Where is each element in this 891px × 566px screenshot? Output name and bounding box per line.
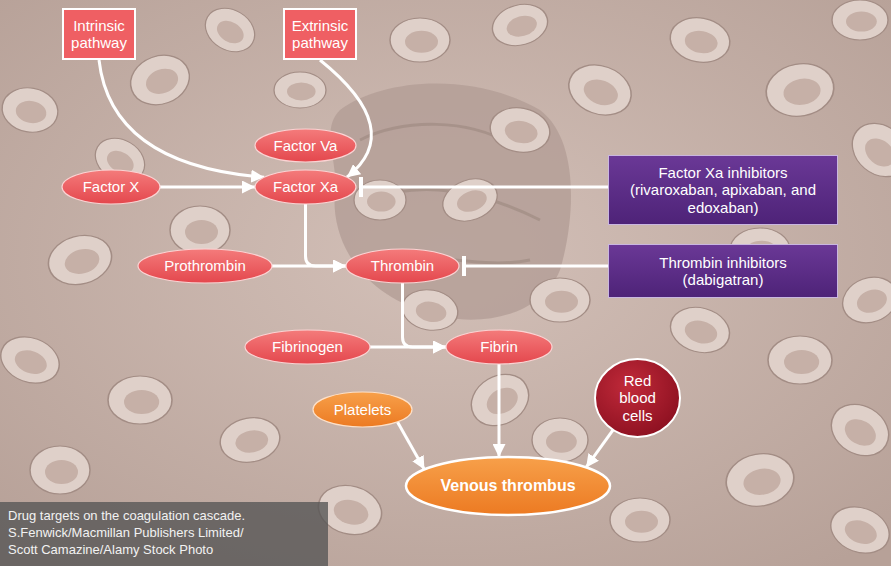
red-cell: [824, 499, 891, 561]
node-label: Platelets: [334, 401, 392, 418]
red-cell: [399, 285, 461, 334]
node-label: Thrombin: [371, 257, 434, 274]
credit-text: S.Fenwick/Macmillan Publishers Limited/ …: [8, 525, 270, 559]
red-cell: [842, 112, 891, 187]
inhibition-connector: [464, 265, 608, 268]
red-cell: [610, 498, 670, 542]
node-shape: [255, 170, 356, 204]
node-label: Fibrinogen: [272, 338, 343, 355]
factor-ellipse: Thrombin: [346, 249, 459, 283]
arrow-connector: [306, 204, 347, 266]
red-cell: [665, 301, 734, 359]
red-cell: [0, 83, 61, 136]
inhibitor-box: Thrombin inhibitors (dabigatran): [608, 244, 838, 298]
node-label: Factor Xa: [273, 178, 338, 195]
red-cell: [30, 446, 90, 494]
factor-ellipse: Factor Xa: [255, 170, 356, 204]
red-cell: [390, 18, 450, 62]
red-cell: [832, 0, 888, 40]
node-shape: [138, 249, 272, 283]
red-cell: [43, 229, 117, 292]
red-cell: [170, 206, 230, 254]
red-cell: [437, 172, 503, 229]
red-cell: [197, 0, 262, 60]
red-cell: [0, 329, 66, 391]
red-cell: [562, 57, 639, 124]
factor-ellipse: Prothrombin: [138, 249, 272, 283]
fibrin-mesh: [330, 84, 571, 320]
factor-ellipse: Factor Va: [255, 129, 356, 162]
node-shape: [62, 170, 160, 204]
node-label: Extrinsic pathway: [289, 17, 351, 52]
red-cell: [488, 0, 552, 52]
arrow-connector: [160, 186, 255, 189]
node-shape: [446, 330, 552, 364]
red-cell: [274, 72, 326, 108]
red-cell: [532, 418, 588, 462]
factor-ellipse: Fibrinogen: [245, 330, 370, 364]
arrow-connector: [403, 283, 447, 347]
caption-panel: Drug targets on the coagulation cascade.…: [0, 502, 328, 566]
node-shape: [346, 249, 459, 283]
red-cell: [487, 103, 554, 157]
cell-circle: Red blood cells: [595, 359, 680, 437]
factor-ellipse: Factor X: [62, 170, 160, 204]
node-label: Prothrombin: [164, 257, 246, 274]
node-label: Factor X: [83, 178, 140, 195]
red-cell: [768, 336, 832, 384]
node-label: Factor Xa inhibitors (rivaroxaban, apixa…: [628, 164, 818, 216]
arrow-connector: [586, 430, 613, 468]
arrow-connector: [398, 422, 425, 470]
red-cell: [762, 58, 838, 121]
factor-ellipse: Fibrin: [446, 330, 552, 364]
pathway-box: Intrinsic pathway: [62, 8, 136, 60]
arrow-connector: [370, 346, 446, 349]
node-label: Factor Va: [274, 137, 338, 154]
platelet-ellipse: Platelets: [313, 392, 412, 427]
node-shape: [255, 129, 356, 162]
thrombus-ellipse: Venous thrombus: [406, 457, 610, 515]
node-label: Red blood cells: [614, 372, 662, 424]
red-cell: [722, 448, 798, 511]
node-label: Intrinsic pathway: [68, 17, 130, 52]
pathway-box: Extrinsic pathway: [283, 8, 357, 60]
node-shape: [313, 392, 412, 427]
red-cell: [822, 394, 891, 466]
node-label: Thrombin inhibitors (dabigatran): [628, 254, 818, 289]
red-cell: [836, 270, 891, 330]
node-label: Venous thrombus: [440, 477, 575, 495]
red-cell: [217, 413, 284, 467]
node-shape: [245, 330, 370, 364]
inhibitor-box: Factor Xa inhibitors (rivaroxaban, apixa…: [608, 155, 838, 225]
arrow-connector: [99, 60, 264, 177]
node-shape: [595, 359, 680, 437]
red-cell: [530, 278, 590, 322]
caption-text: Drug targets on the coagulation cascade.: [8, 508, 320, 525]
node-shape: [406, 457, 610, 515]
inhibition-connector: [361, 186, 608, 189]
red-cell: [667, 13, 734, 67]
arrow-connector: [272, 265, 346, 268]
red-cell: [108, 376, 172, 424]
node-label: Fibrin: [480, 338, 518, 355]
arrow-connector: [498, 364, 501, 457]
